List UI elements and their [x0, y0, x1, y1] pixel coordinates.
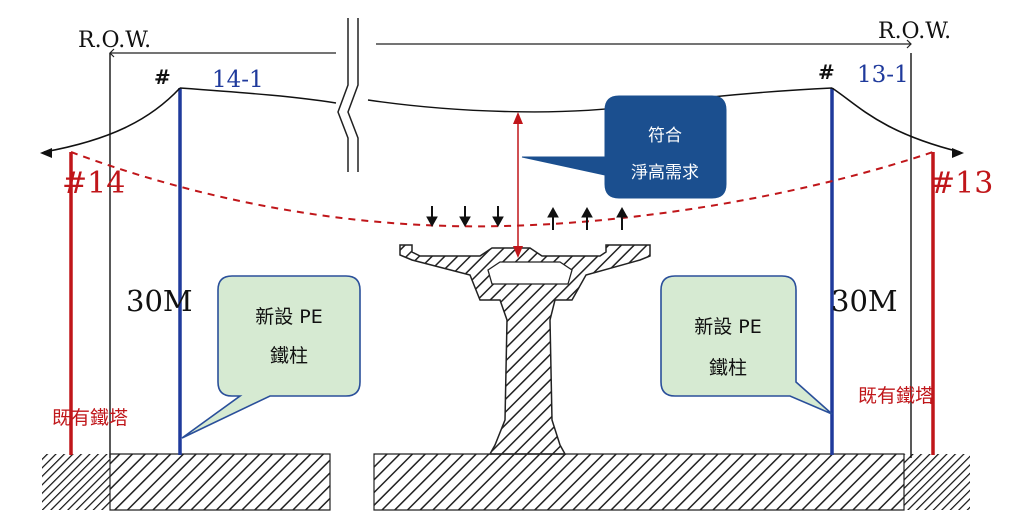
ground-left-hatch	[42, 454, 110, 510]
pole-left-id: 14-1	[212, 67, 264, 93]
clearance-dimension	[513, 112, 523, 258]
hash-left-label: #	[154, 65, 171, 89]
row-label-left: R.O.W.	[78, 28, 151, 53]
pole-right-callout-line2: 鐵柱	[709, 357, 747, 379]
pole-right-id: 13-1	[857, 62, 909, 88]
pole-left-callout-line2: 鐵柱	[270, 345, 308, 367]
tower-left-id: #14	[62, 166, 125, 201]
viaduct-structure	[399, 244, 651, 455]
ground-right-hatch	[904, 454, 970, 510]
pole-right-callout: 新設 PE 鐵柱	[660, 275, 833, 415]
clearance-callout: 符合 淨高需求	[521, 95, 727, 199]
raising-arrows	[547, 206, 628, 230]
tower-right-id: #13	[930, 166, 993, 201]
ground-right	[373, 453, 905, 511]
clearance-callout-line1: 符合	[648, 126, 682, 146]
lowering-arrows	[426, 206, 504, 228]
existing-conductor-dashed	[70, 151, 934, 228]
height-right-label: 30M	[831, 284, 898, 318]
row-dimension-line	[109, 39, 912, 58]
pole-left-callout-line1: 新設 PE	[255, 306, 323, 328]
clearance-callout-line2: 淨高需求	[631, 163, 699, 183]
new-conductor	[40, 87, 964, 158]
hash-right-label: #	[818, 60, 835, 84]
height-left-label: 30M	[126, 284, 193, 318]
ground-left	[109, 453, 331, 511]
existing-tower-right-label: 既有鐵塔	[858, 385, 934, 407]
row-label-right: R.O.W.	[878, 19, 951, 44]
break-symbol	[337, 18, 359, 172]
existing-tower-left-label: 既有鐵塔	[52, 407, 128, 429]
pole-left-callout: 新設 PE 鐵柱	[181, 275, 361, 439]
pole-right-callout-line1: 新設 PE	[694, 316, 762, 338]
